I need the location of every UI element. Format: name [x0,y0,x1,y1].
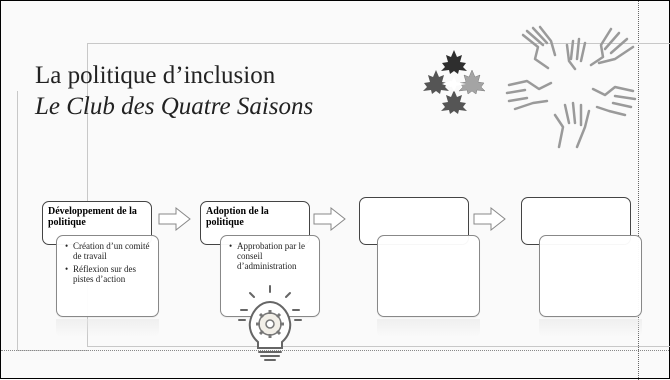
guide-line [638,1,639,380]
step-2-heading: Adoption de la politique [206,206,269,228]
step-2-bullet-1: Approbation par le conseil d’administrat… [229,241,313,271]
right-arrow-icon [313,207,346,231]
bottom-guide [1,350,670,351]
step-4-detail-box [539,235,642,317]
right-arrow-icon [473,207,506,231]
placeholder-frame [87,43,670,347]
step-1-detail-box: Création d’un comité de travail Réflexio… [56,235,159,317]
hands-circle-logo [505,25,637,149]
reflection [377,319,480,337]
step-1-bullet-2: Réflexion sur des pistes d’action [65,264,152,284]
step-1-bullet-1: Création d’un comité de travail [65,241,152,261]
step-3-detail-box [377,235,480,317]
slide-subtitle: Le Club des Quatre Saisons [35,93,314,120]
slide-title: La politique d’inclusion [35,62,276,89]
reflection [539,319,642,337]
step-1-heading: Développement de la politique [48,206,137,228]
right-arrow-icon [158,207,191,231]
maple-leaves-logo [423,50,486,114]
lightbulb-gear-icon [238,285,302,361]
reflection [56,319,159,337]
